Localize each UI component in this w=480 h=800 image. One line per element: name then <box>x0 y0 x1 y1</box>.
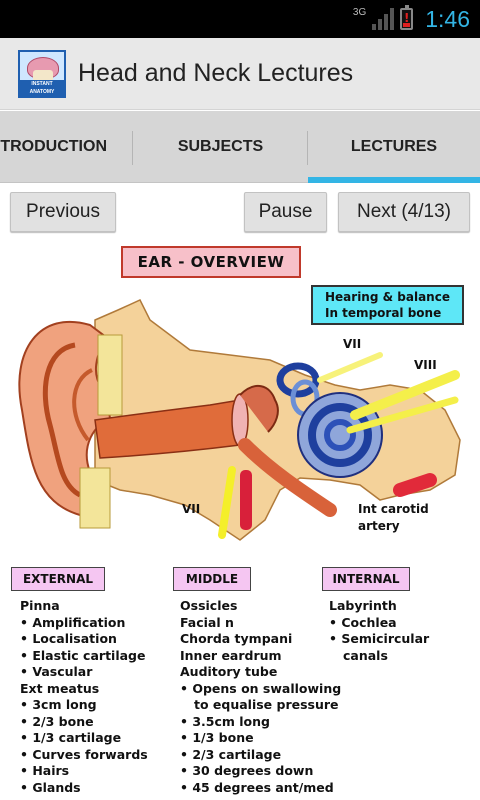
action-bar: INSTANT ANATOMY Head and Neck Lectures <box>0 38 480 110</box>
list-item: to equalise pressure <box>194 697 339 712</box>
section-internal-list: Labyrinth • Cochlea • Semicircular canal… <box>329 598 469 664</box>
pinna-inner <box>42 342 82 498</box>
list-item: Chorda tympani <box>180 631 293 646</box>
temporal-bone <box>94 299 461 541</box>
cochlea-turn <box>308 403 372 467</box>
next-button[interactable]: Next (4/13) <box>338 192 470 232</box>
section-middle-heading: MIDDLE <box>173 567 251 591</box>
section-external-list: Pinna • Amplification • Localisation • E… <box>20 598 170 796</box>
label-vii-bottom: VII <box>182 502 201 516</box>
list-item: • 3cm long <box>20 697 97 712</box>
tab-label: LECTURES <box>350 138 438 155</box>
note-line: Hearing & balance <box>325 290 450 304</box>
carotid-canal <box>393 473 437 497</box>
meatus-cartilage <box>97 334 123 416</box>
ear-illustration <box>18 299 461 541</box>
status-icons: 3G ! 1:46 <box>353 0 470 38</box>
tab-lectures[interactable]: LECTURES <box>308 111 480 183</box>
list-item: Inner eardrum <box>180 647 282 663</box>
meatus-cartilage-lower <box>79 467 111 529</box>
section-external-heading: EXTERNAL <box>11 567 105 591</box>
list-item: Ext meatus <box>20 680 100 696</box>
auditory-tube <box>238 438 337 517</box>
lecture-slide: EAR - OVERVIEW Hearing & balance In temp… <box>0 240 480 800</box>
pinna-concha <box>72 368 93 442</box>
internal-carotid-artery <box>240 470 252 530</box>
slide-title: EAR - OVERVIEW <box>121 246 301 278</box>
network-type: 3G <box>352 6 367 18</box>
battery-low-icon: ! <box>400 5 414 30</box>
list-item: • Amplification <box>20 614 126 630</box>
list-item: • Curves forwards <box>20 746 148 762</box>
list-item: Pinna <box>20 598 60 613</box>
label-vii-top: VII <box>343 337 362 351</box>
section-internal-heading: INTERNAL <box>322 567 410 591</box>
label-carotid: Int carotid <box>358 502 429 516</box>
list-item: • 30 degrees down <box>180 763 314 778</box>
tab-introduction[interactable]: TRODUCTION <box>0 111 133 183</box>
tab-divider <box>307 131 308 165</box>
slide-note: Hearing & balance In temporal bone <box>311 285 464 325</box>
list-item: • Elastic cartilage <box>20 647 146 663</box>
vestibulocochlear-nerve <box>346 396 459 434</box>
list-item: Ossicles <box>180 598 238 613</box>
vestibulocochlear-nerve <box>350 370 460 420</box>
list-item: • Semicircular <box>329 631 430 646</box>
tab-bar: TRODUCTION SUBJECTS LECTURES <box>0 111 480 183</box>
list-item: canals <box>343 647 388 663</box>
tab-label: SUBJECTS <box>177 138 264 155</box>
list-item: • 2/3 cartilage <box>180 746 282 762</box>
list-item: • Glands <box>20 779 81 795</box>
tab-label: TRODUCTION <box>0 138 107 155</box>
list-item: • Vascular <box>20 664 93 679</box>
clock: 1:46 <box>425 5 470 32</box>
ossicles <box>239 385 279 433</box>
list-item: • Opens on swallowing <box>180 680 342 696</box>
signal-icon <box>372 8 395 30</box>
tab-selected-indicator <box>308 177 480 183</box>
status-bar: 3G ! 1:46 <box>0 0 480 38</box>
list-item: • 3.5cm long <box>180 713 270 729</box>
facial-nerve <box>317 352 383 383</box>
list-item: Auditory tube <box>180 664 278 679</box>
app-icon-label: INSTANT ANATOMY <box>20 79 64 96</box>
label-viii: VIII <box>414 358 437 372</box>
list-item: • Cochlea <box>329 614 397 630</box>
list-item: • Hairs <box>20 763 70 778</box>
list-item: Labyrinth <box>329 598 397 613</box>
list-item: • 1/3 bone <box>180 730 254 745</box>
tab-divider <box>132 131 133 165</box>
label-carotid: artery <box>358 519 400 533</box>
facial-nerve-descending <box>218 466 236 539</box>
list-item: • Localisation <box>20 631 117 646</box>
note-line: In temporal bone <box>325 306 442 320</box>
pause-button[interactable]: Pause <box>244 192 327 232</box>
section-middle-list: Ossicles Facial n Chorda tympani Inner e… <box>180 598 342 796</box>
tab-subjects[interactable]: SUBJECTS <box>133 111 308 183</box>
semicircular-canal <box>276 362 320 398</box>
app-icon[interactable]: INSTANT ANATOMY <box>18 49 66 98</box>
skull-icon <box>33 69 53 82</box>
previous-button[interactable]: Previous <box>10 192 116 232</box>
list-item: • 45 degrees ant/med <box>180 779 334 795</box>
list-item: • 2/3 bone <box>20 713 94 729</box>
list-item: • 1/3 cartilage <box>20 730 122 745</box>
app-title: Head and Neck Lectures <box>78 59 354 87</box>
cochlea-turn <box>324 419 356 451</box>
list-item: Facial n <box>180 614 234 630</box>
